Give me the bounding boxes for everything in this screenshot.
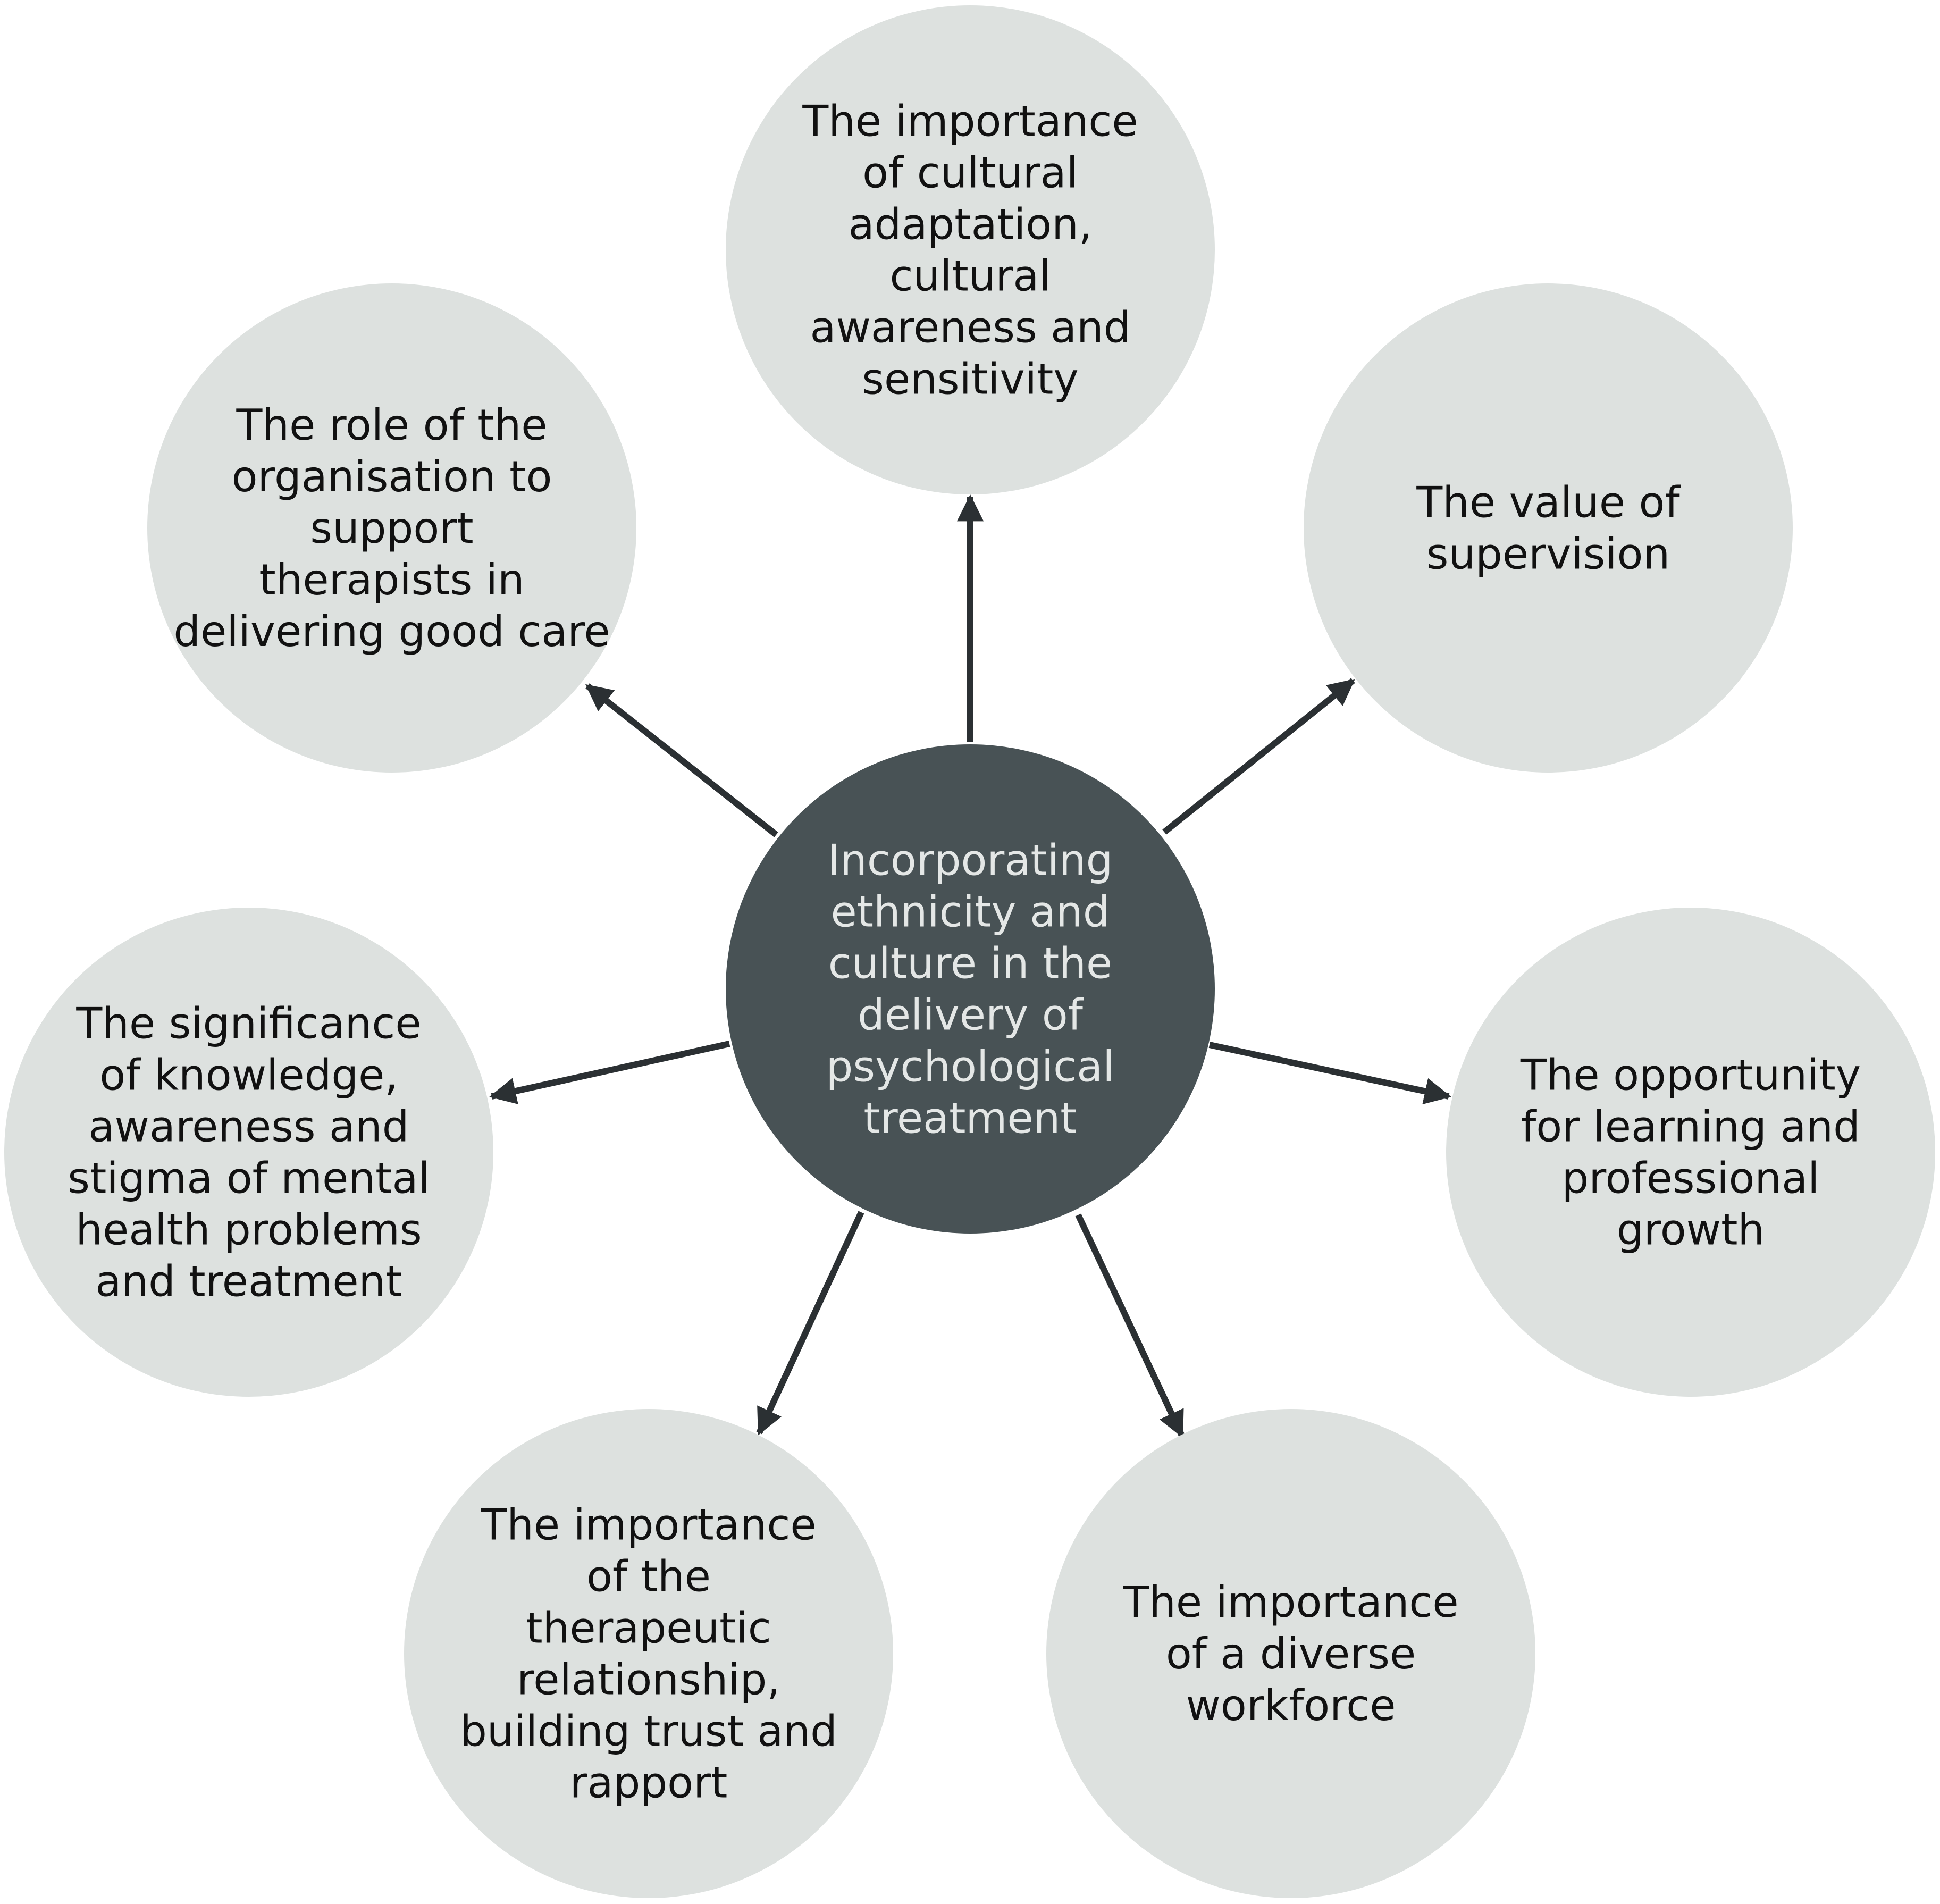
label-line: rapport	[570, 1758, 728, 1808]
label-line: for learning and	[1521, 1102, 1860, 1152]
theme-circle	[726, 5, 1215, 494]
label-line: growth	[1617, 1205, 1765, 1255]
arrow-to-therapeutic-relationship	[756, 1211, 864, 1436]
label-line: The importance	[480, 1500, 816, 1550]
label-line: sensitivity	[862, 355, 1078, 404]
label-line: treatment	[863, 1094, 1077, 1143]
theme-circle	[1446, 908, 1935, 1397]
label-line: organisation to	[232, 452, 552, 501]
arrow-to-diverse-workforce	[1075, 1213, 1185, 1438]
label-line: supervision	[1426, 530, 1670, 579]
label-line: professional	[1562, 1154, 1820, 1203]
arrow-to-supervision	[1162, 678, 1355, 835]
label-line: delivery of	[858, 991, 1084, 1040]
label-line: support	[310, 504, 473, 553]
label-line: of the	[586, 1552, 711, 1601]
label-line: ethnicity and	[830, 887, 1110, 937]
label-line: Incorporating	[828, 836, 1113, 885]
label-line: relationship,	[517, 1655, 780, 1705]
theme-circle	[147, 283, 636, 773]
label-line: The importance	[1122, 1578, 1458, 1627]
label-line: adaptation,	[849, 200, 1093, 249]
label-line: The value of	[1416, 478, 1681, 527]
label-line: building trust and	[460, 1707, 837, 1756]
label-line: health problems	[75, 1205, 422, 1255]
label-line: cultural	[889, 251, 1051, 301]
arrow-to-learning-growth	[1208, 1042, 1451, 1105]
label-line: workforce	[1186, 1681, 1396, 1730]
theme-circle	[404, 1409, 893, 1898]
label-line: awareness and	[810, 303, 1130, 353]
label-line: therapists in	[259, 555, 524, 605]
label-line: The importance	[802, 97, 1138, 146]
label-line: awareness and	[88, 1102, 409, 1152]
label-line: psychological	[826, 1042, 1115, 1092]
theme-circle	[1304, 283, 1793, 773]
label-line: culture in the	[828, 939, 1112, 988]
center-circle	[726, 744, 1215, 1234]
arrow-to-organisation-support	[585, 683, 778, 837]
label-line: of knowledge,	[99, 1051, 398, 1100]
arrow-to-knowledge-stigma	[489, 1041, 730, 1104]
label-line: of cultural	[862, 148, 1078, 198]
label-line: The significance	[75, 999, 421, 1049]
label-line: of a diverse	[1166, 1629, 1416, 1679]
label-line: The opportunity	[1520, 1051, 1861, 1100]
label-line: therapeutic	[526, 1604, 771, 1653]
label-line: and treatment	[95, 1257, 402, 1306]
arrows	[489, 494, 1451, 1438]
theme-circle	[1046, 1409, 1535, 1898]
label-line: stigma of mental	[68, 1154, 430, 1203]
label-line: delivering good care	[173, 607, 610, 656]
label-line: The role of the	[236, 400, 548, 450]
theme-circle	[4, 908, 493, 1397]
